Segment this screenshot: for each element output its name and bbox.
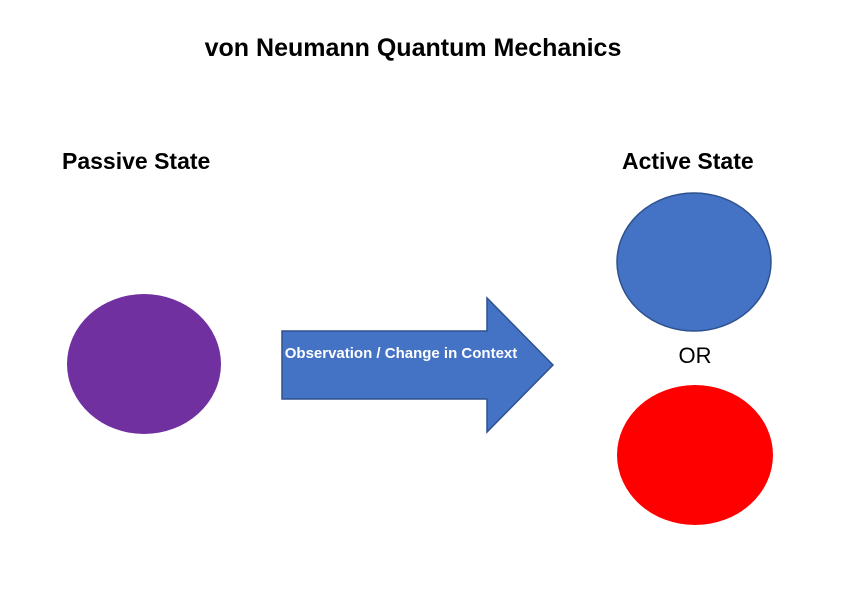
or-label: OR	[678, 343, 712, 368]
active-state-red-circle	[617, 385, 773, 525]
active-state-blue-circle	[616, 192, 772, 332]
observation-arrow	[281, 296, 555, 434]
active-state-label: Active State	[622, 148, 754, 174]
passive-state-circle	[67, 294, 221, 434]
diagram-title: von Neumann Quantum Mechanics	[204, 34, 622, 62]
arrow-label: Observation / Change in Context	[284, 345, 518, 362]
passive-state-label: Passive State	[62, 148, 211, 174]
